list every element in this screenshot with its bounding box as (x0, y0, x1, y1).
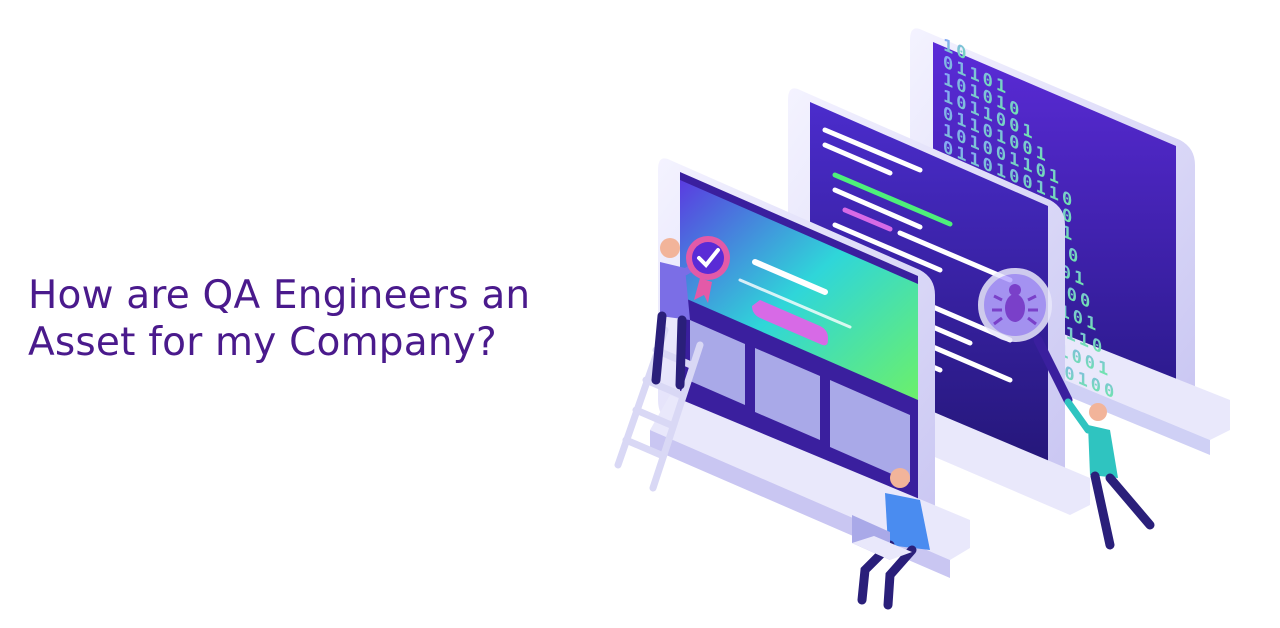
laptop-icon (852, 515, 912, 560)
bug-icon (992, 284, 1038, 326)
person-with-magnifier (1064, 398, 1155, 550)
person-with-laptop (857, 468, 930, 610)
headline-line-2: Asset for my Company? (28, 320, 497, 365)
headline-line-1: How are QA Engineers an (28, 273, 531, 318)
page-headline: How are QA Engineers an Asset for my Com… (28, 272, 628, 366)
certificate-check-icon (686, 236, 730, 303)
